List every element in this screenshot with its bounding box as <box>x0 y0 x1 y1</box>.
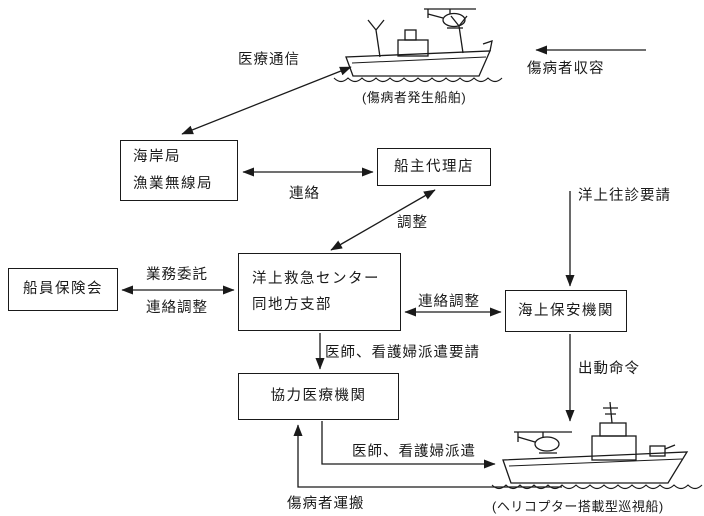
arrow-doctor-dispatch <box>321 421 496 469</box>
edge-label-business-consignment: 業務委託 <box>146 267 208 283</box>
patrol-vessel-illustration <box>491 401 703 490</box>
medical-institution-label: 協力医療機関 <box>270 388 367 405</box>
arrow-coordination <box>330 189 436 251</box>
rescue-center-line2: 同地方支部 <box>252 297 332 313</box>
coast-station-line1: 海岸局 <box>133 149 181 166</box>
edge-label-casualty-recovery: 傷病者収容 <box>527 61 605 77</box>
edge-label-dispatch-request: 医師、看護婦派遣要請 <box>325 345 480 361</box>
node-seamen-insurance: 船員保険会 <box>8 268 118 311</box>
node-coast-guard: 海上保安機関 <box>505 290 627 332</box>
node-ship-agent: 船主代理店 <box>377 148 491 186</box>
seamen-insurance-label: 船員保険会 <box>23 281 103 298</box>
edge-label-medical-comm: 医療通信 <box>238 52 300 68</box>
ship-agent-label: 船主代理店 <box>394 158 474 175</box>
arrow-casualty-transport <box>293 424 562 488</box>
caption-patrol-vessel: (ヘリコプター搭載型巡視船) <box>492 499 664 514</box>
edge-label-coordination: 調整 <box>397 215 428 231</box>
edge-label-contact: 連絡 <box>289 186 320 202</box>
edge-label-dispatch-order: 出動命令 <box>578 361 640 377</box>
coast-guard-label: 海上保安機関 <box>518 302 614 319</box>
edge-label-liaison-right: 連絡調整 <box>418 294 480 310</box>
edge-label-offshore-visit-request: 洋上往診要請 <box>578 188 671 204</box>
node-medical-institution: 協力医療機関 <box>238 373 399 420</box>
coast-station-line2: 漁業無線局 <box>133 175 213 192</box>
arrow-medical-comm <box>181 66 352 135</box>
distressed-vessel-illustration <box>333 8 503 83</box>
node-rescue-center: 洋上救急センター 同地方支部 <box>238 253 401 331</box>
caption-distressed-vessel: (傷病者発生船舶) <box>362 90 467 105</box>
edge-label-doctor-dispatch: 医師、看護婦派遣 <box>352 444 476 460</box>
node-coast-station: 海岸局 漁業無線局 <box>120 140 238 201</box>
edge-label-casualty-transport: 傷病者運搬 <box>287 496 365 512</box>
edge-label-liaison-left: 連絡調整 <box>146 300 208 316</box>
rescue-center-line1: 洋上救急センター <box>252 270 380 287</box>
